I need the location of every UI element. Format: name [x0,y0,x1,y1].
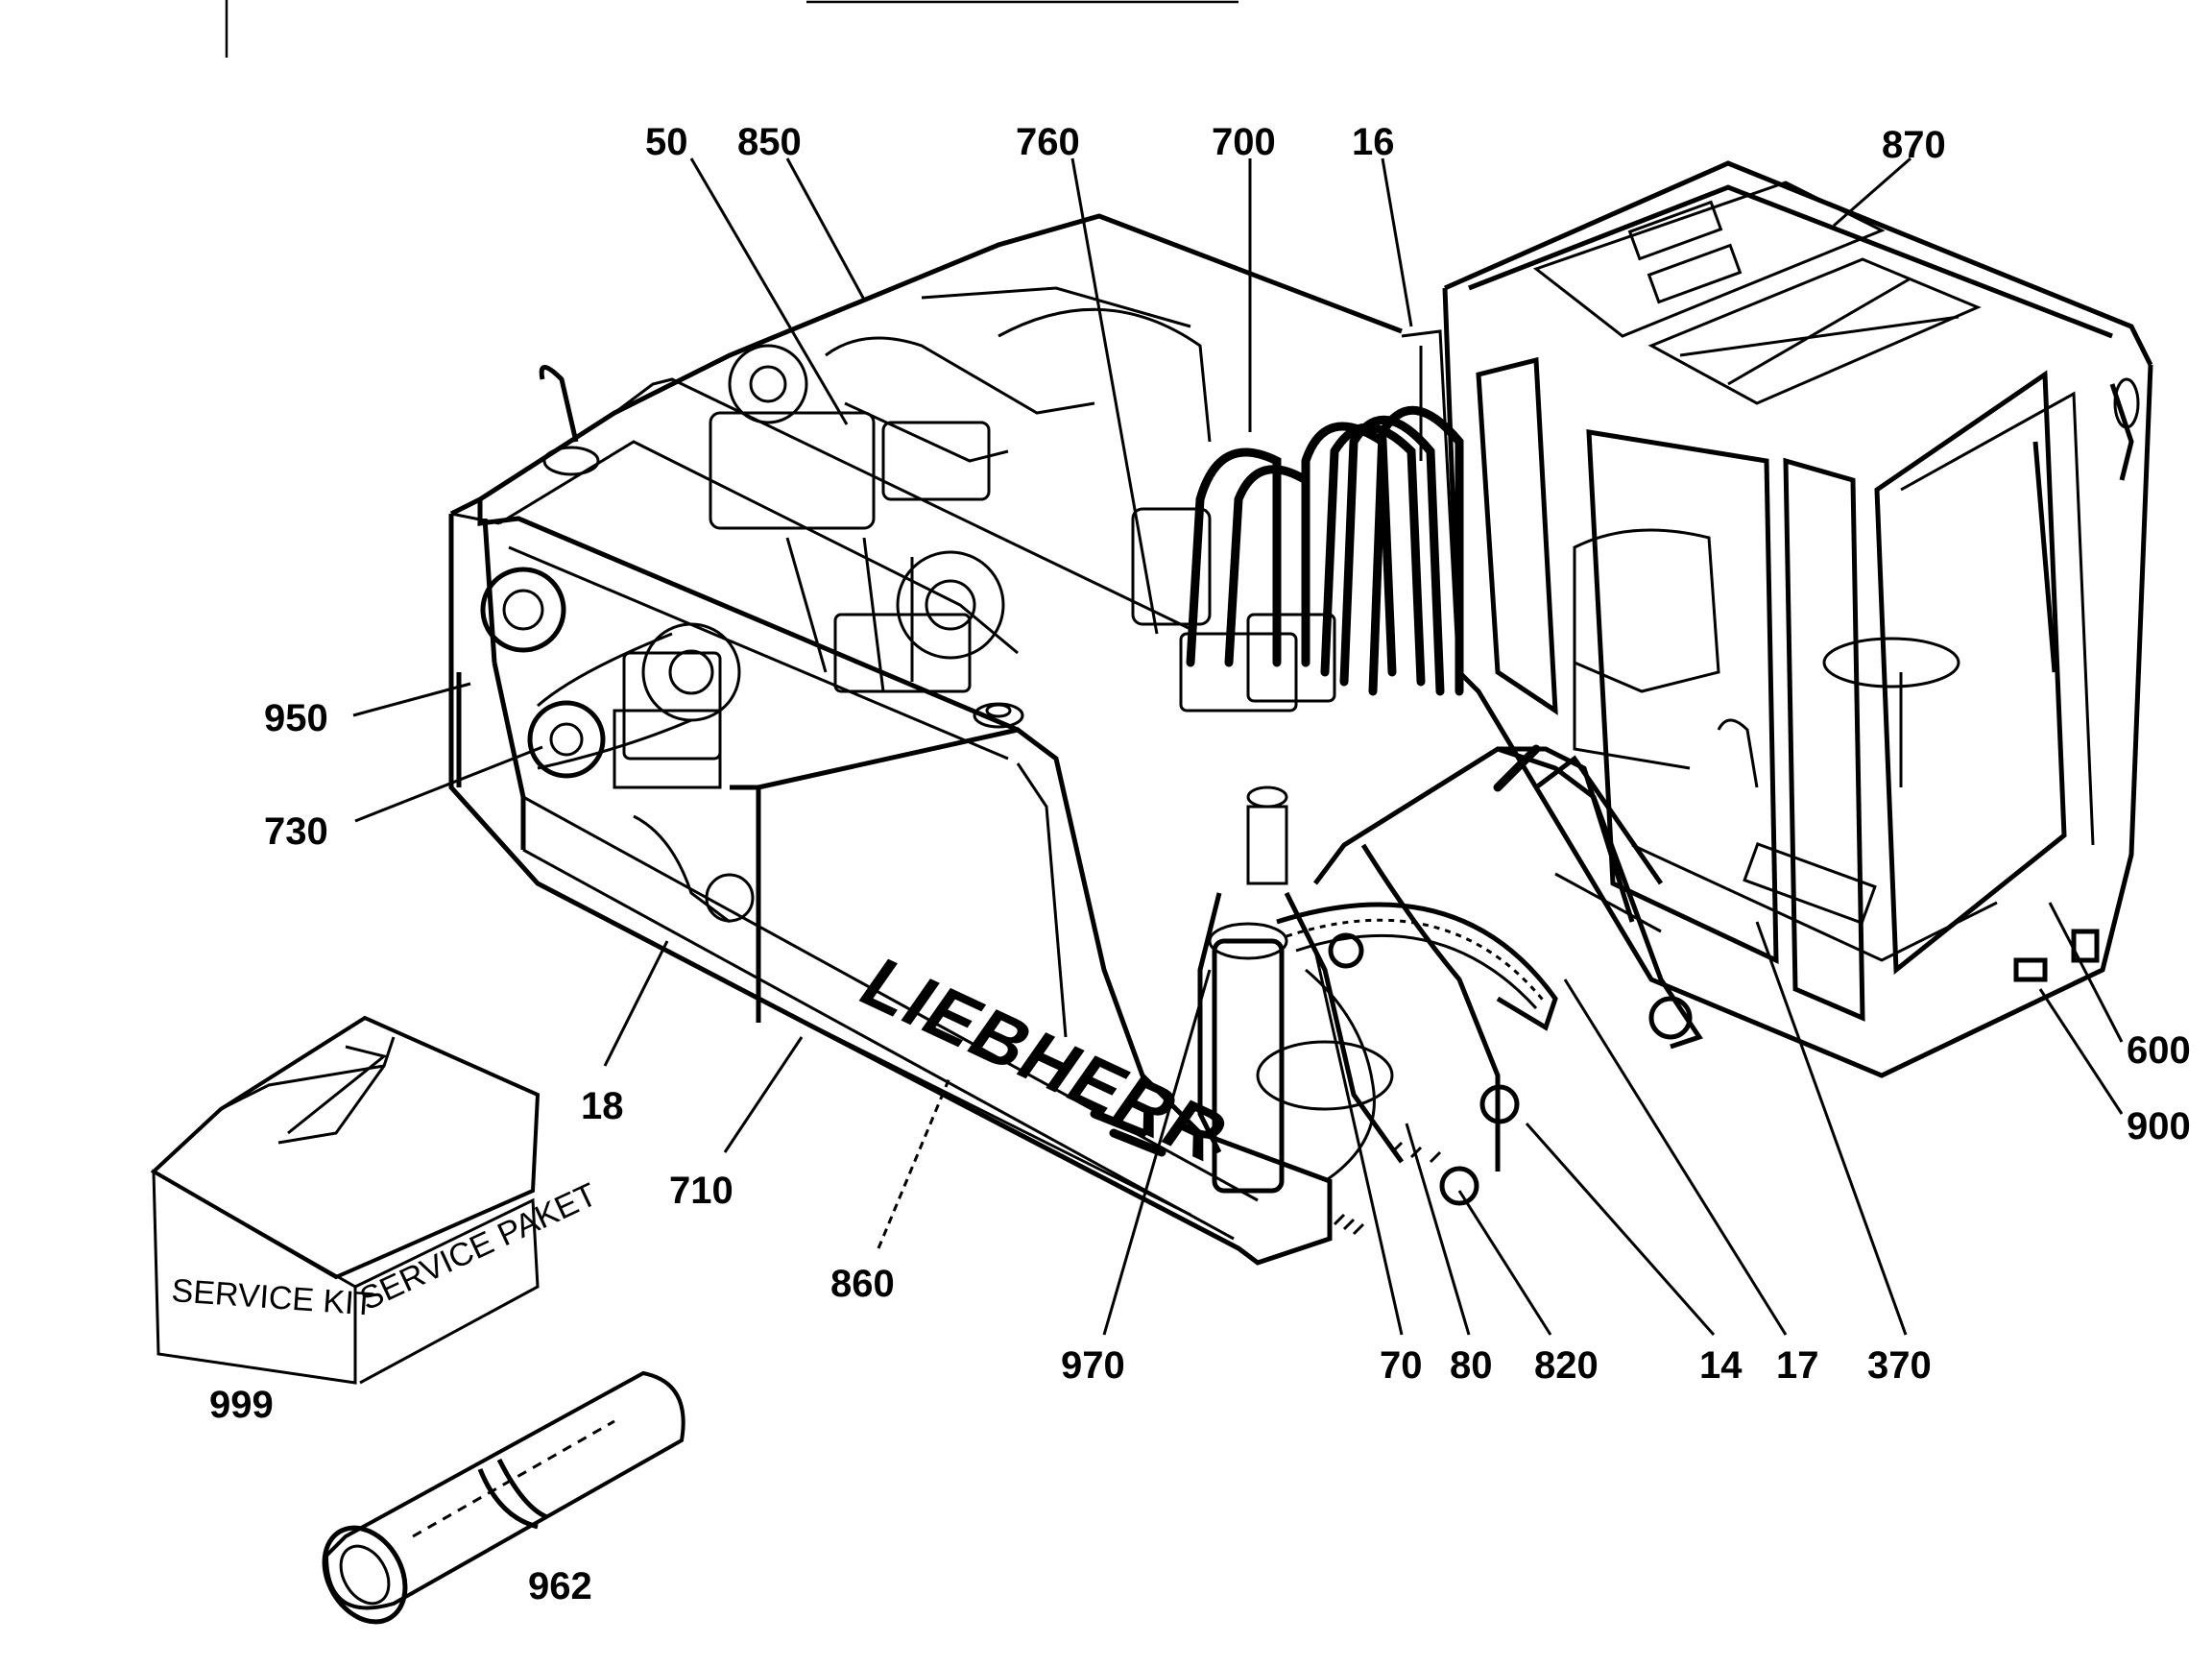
callout-700: 700 [1212,121,1276,163]
callout-600: 600 [2127,1029,2191,1072]
callout-labels: 50 850 760 700 16 870 950 730 18 710 860… [209,121,2191,1607]
callout-850: 850 [737,121,802,163]
scan-edge-marks [225,0,1238,58]
callout-970: 970 [1061,1344,1125,1387]
operator-cab [1442,160,2153,1078]
callout-870: 870 [1882,124,1946,166]
callout-760: 760 [1016,121,1080,163]
callout-70: 70 [1380,1344,1423,1387]
callout-14: 14 [1699,1344,1743,1387]
leader-lines [352,157,2124,1336]
service-kit-box: SERVICE KIT SERVICE PAKET [150,1015,602,1385]
front-pulleys [480,567,755,924]
callout-730: 730 [264,810,328,853]
uppercarriage-illustration: LIEBHERR [448,213,1703,1266]
callout-860: 860 [830,1263,895,1305]
callout-17: 17 [1776,1344,1819,1387]
callout-710: 710 [669,1170,733,1212]
callout-999: 999 [209,1384,274,1426]
callout-950: 950 [264,697,328,739]
swing-motor [1197,785,1405,1194]
callout-50: 50 [645,121,688,163]
boom-mount [1313,744,1703,1206]
engine-block [622,286,1212,761]
rolled-document [322,1370,685,1625]
callout-16: 16 [1352,121,1395,163]
callout-18: 18 [581,1085,624,1127]
swing-bearing [1256,902,1558,1183]
control-valve-hoses [1179,329,1464,713]
callout-820: 820 [1534,1344,1599,1387]
callout-370: 370 [1867,1344,1932,1387]
callout-962: 962 [528,1565,592,1607]
callout-80: 80 [1450,1344,1493,1387]
callout-900: 900 [2127,1105,2191,1148]
